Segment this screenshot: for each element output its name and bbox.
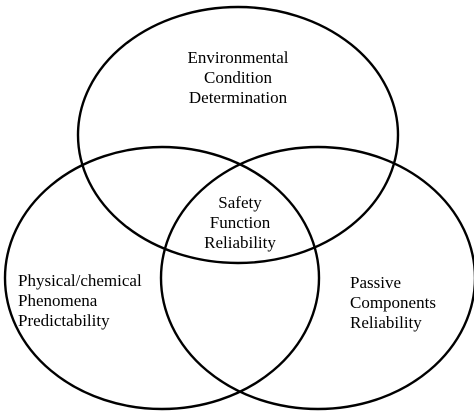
circle-physical-chemical bbox=[3, 145, 321, 411]
circle-passive-components bbox=[159, 145, 474, 411]
circle-environmental-condition bbox=[76, 5, 400, 265]
label-environmental-condition: Environmental Condition Determination bbox=[187, 48, 289, 107]
label-physical-chemical-phenomena: Physical/chemical Phenomena Predictabili… bbox=[18, 271, 142, 330]
label-passive-components-reliability: Passive Components Reliability bbox=[350, 273, 436, 332]
label-safety-function-reliability: Safety Function Reliability bbox=[204, 193, 276, 252]
